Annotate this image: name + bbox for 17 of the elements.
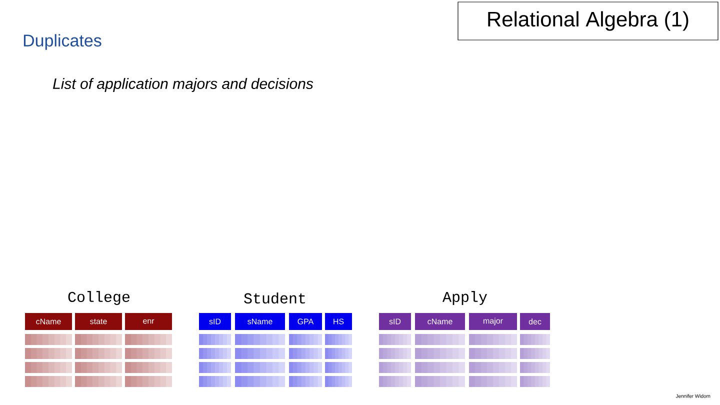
column-header: GPA xyxy=(289,313,322,330)
table-name: Student xyxy=(244,292,305,304)
heading: Duplicates xyxy=(24,34,102,50)
column-header: sID xyxy=(379,313,411,330)
column-header: cName xyxy=(25,313,72,330)
column-header: HS xyxy=(325,313,352,330)
column-header: state xyxy=(75,313,122,330)
column-header: sID xyxy=(199,313,231,330)
table-name: College xyxy=(68,291,130,305)
subtitle: List of application majors and decisions xyxy=(53,78,314,92)
column-header: sName xyxy=(235,313,285,330)
table-name: Apply xyxy=(442,291,487,305)
column-header: cName xyxy=(415,313,465,330)
column-header: dec xyxy=(520,313,550,330)
title-box: Relational Algebra (1) xyxy=(458,2,718,40)
column-header: enr xyxy=(125,313,172,330)
column-header: major xyxy=(469,313,517,330)
